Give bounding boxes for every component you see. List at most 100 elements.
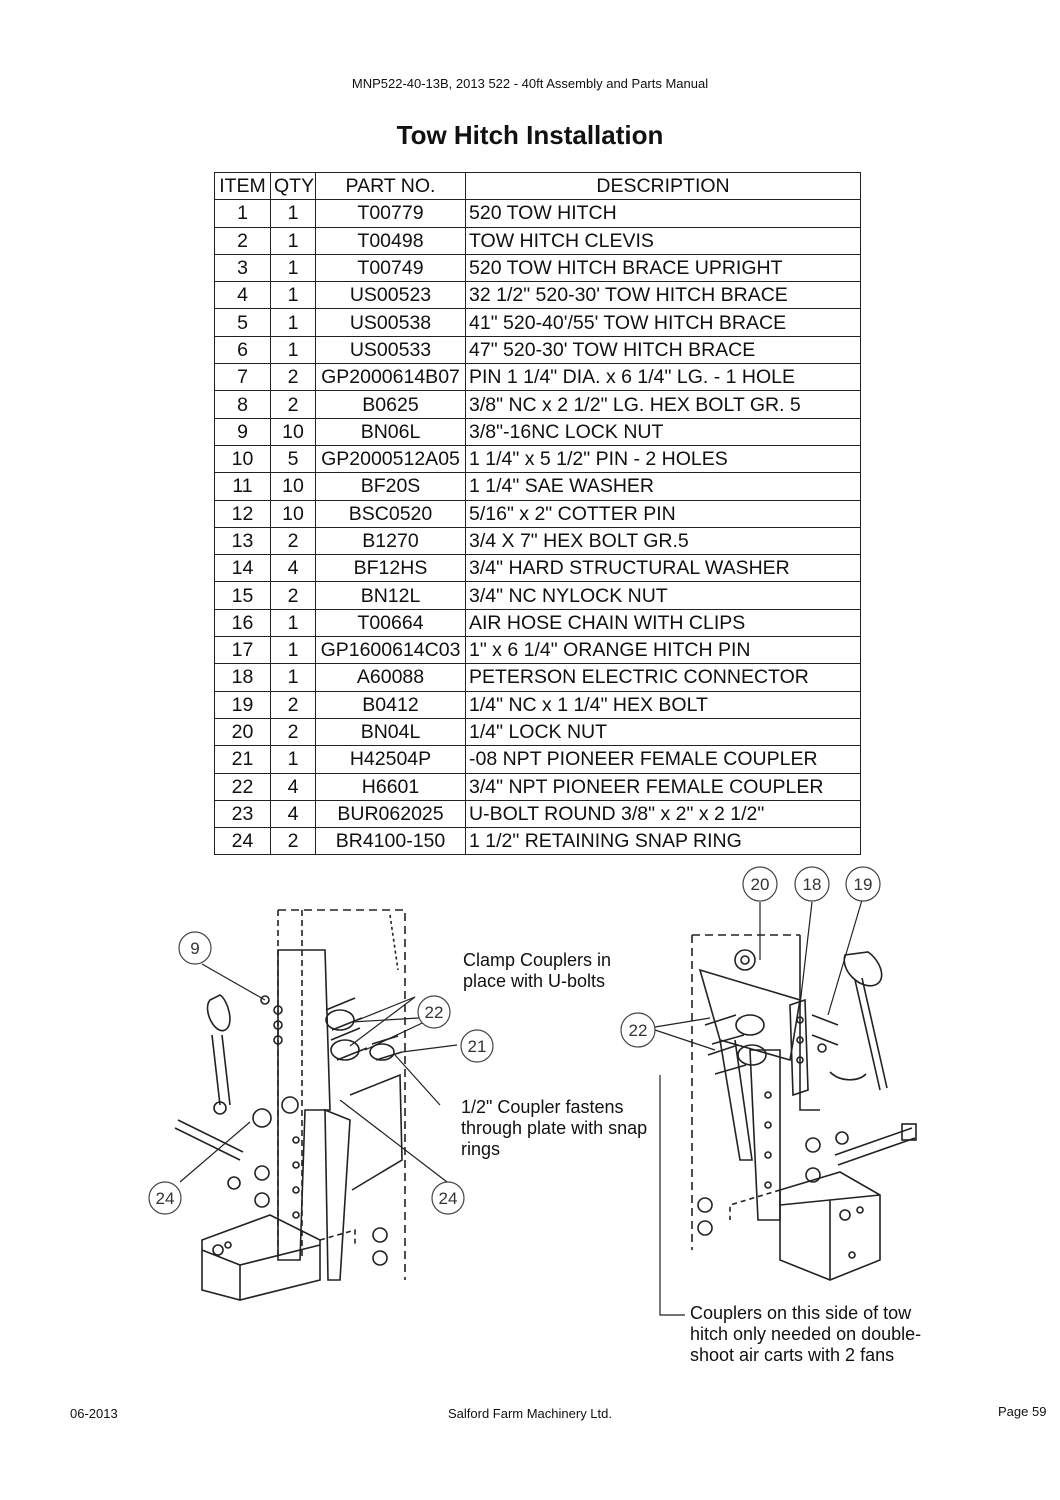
note-couplers-side: Couplers on this side of tow hitch only … <box>690 1303 921 1366</box>
svg-text:22: 22 <box>425 1003 444 1022</box>
cell-item: 17 <box>214 636 271 665</box>
cell-description: 1/4" LOCK NUT <box>465 717 861 747</box>
cell-part-no: B1270 <box>315 526 466 556</box>
footer-page-number: Page 59 <box>998 1404 1047 1419</box>
note-clamp-couplers: Clamp Couplers in place with U-bolts <box>463 950 611 992</box>
cell-part-no: BF20S <box>315 472 466 501</box>
right-hitch-assembly <box>691 934 917 1281</box>
cell-qty: 2 <box>270 363 316 392</box>
cell-qty: 2 <box>270 526 316 556</box>
cell-description: U-BOLT ROUND 3/8" x 2" x 2 1/2" <box>465 799 861 829</box>
callout-24-right: 24 <box>431 1181 465 1215</box>
cell-description: 1 1/4" SAE WASHER <box>465 472 861 501</box>
cell-description: 3/4" NC NYLOCK NUT <box>465 581 861 610</box>
cell-description: 1 1/4" x 5 1/2" PIN - 2 HOLES <box>465 444 861 474</box>
cell-item: 12 <box>214 499 271 528</box>
cell-item: 3 <box>214 253 271 283</box>
cell-description: 520 TOW HITCH <box>465 199 861 228</box>
cell-part-no: US00523 <box>315 281 466 310</box>
cell-description: -08 NPT PIONEER FEMALE COUPLER <box>465 745 861 774</box>
note-line: shoot air carts with 2 fans <box>690 1345 895 1365</box>
cell-qty: 2 <box>270 827 316 856</box>
cell-part-no: GP2000614B07 <box>315 363 466 392</box>
document-header: MNP522-40-13B, 2013 522 - 40ft Assembly … <box>351 76 709 91</box>
cell-item: 18 <box>214 663 271 692</box>
cell-description: 32 1/2" 520-30' TOW HITCH BRACE <box>465 281 861 310</box>
column-header-description: DESCRIPTION <box>465 171 861 201</box>
cell-part-no: BN06L <box>315 417 466 446</box>
column-header-part-no: PART NO. <box>315 171 466 201</box>
cell-qty: 1 <box>270 663 316 692</box>
column-header-qty: QTY <box>270 171 316 201</box>
svg-text:9: 9 <box>190 939 199 958</box>
cell-item: 19 <box>214 690 271 719</box>
cell-description: 1/4" NC x 1 1/4" HEX BOLT <box>465 690 861 719</box>
left-hitch-assembly <box>174 909 406 1301</box>
note-coupler-fastens: 1/2" Coupler fastens through plate with … <box>461 1097 647 1160</box>
cell-part-no: BN12L <box>315 581 466 610</box>
cell-description: 3/8" NC x 2 1/2" LG. HEX BOLT GR. 5 <box>465 390 861 419</box>
cell-qty: 4 <box>270 772 316 801</box>
cell-part-no: BF12HS <box>315 554 466 583</box>
cell-qty: 2 <box>270 581 316 610</box>
cell-item: 11 <box>214 472 271 501</box>
cell-description: 1" x 6 1/4" ORANGE HITCH PIN <box>465 636 861 665</box>
footer-company: Salford Farm Machinery Ltd. <box>447 1406 612 1421</box>
callout-21: 21 <box>460 1029 494 1063</box>
cell-part-no: B0412 <box>315 690 466 719</box>
cell-qty: 1 <box>270 608 316 638</box>
cell-part-no: BN04L <box>315 717 466 747</box>
cell-description: 1 1/2" RETAINING SNAP RING <box>465 827 861 856</box>
callout-19: 19 <box>845 866 881 902</box>
svg-text:20: 20 <box>751 875 770 894</box>
callout-24-left: 24 <box>148 1181 182 1215</box>
cell-qty: 10 <box>270 499 316 528</box>
cell-item: 23 <box>214 799 271 829</box>
cell-description: 520 TOW HITCH BRACE UPRIGHT <box>465 253 861 283</box>
cell-part-no: BUR062025 <box>315 799 466 829</box>
cell-description: 47" 520-30' TOW HITCH BRACE <box>465 335 861 365</box>
svg-text:21: 21 <box>468 1037 487 1056</box>
cell-qty: 10 <box>270 417 316 446</box>
column-header-item: ITEM <box>214 171 271 201</box>
cell-qty: 1 <box>270 335 316 365</box>
cell-item: 14 <box>214 554 271 583</box>
cell-description: 3/4 X 7" HEX BOLT GR.5 <box>465 526 861 556</box>
note-line: Couplers on this side of tow <box>690 1303 912 1323</box>
note-line: through plate with snap <box>461 1118 648 1138</box>
coupler-icon <box>325 997 403 1061</box>
footer-date: 06-2013 <box>70 1406 118 1421</box>
cell-part-no: BSC0520 <box>315 499 466 528</box>
svg-text:24: 24 <box>439 1189 458 1208</box>
svg-text:18: 18 <box>803 875 822 894</box>
cell-description: 41" 520-40'/55' TOW HITCH BRACE <box>465 308 861 337</box>
cell-item: 15 <box>214 581 271 610</box>
note-line: 1/2" Coupler fastens <box>461 1097 624 1117</box>
cell-part-no: B0625 <box>315 390 466 419</box>
note-line: place with U-bolts <box>463 971 606 991</box>
cell-qty: 10 <box>270 472 316 501</box>
cell-qty: 1 <box>270 745 316 774</box>
cell-item: 13 <box>214 526 271 556</box>
cell-qty: 1 <box>270 253 316 283</box>
cell-item: 21 <box>214 745 271 774</box>
page-title: Tow Hitch Installation <box>396 120 664 150</box>
